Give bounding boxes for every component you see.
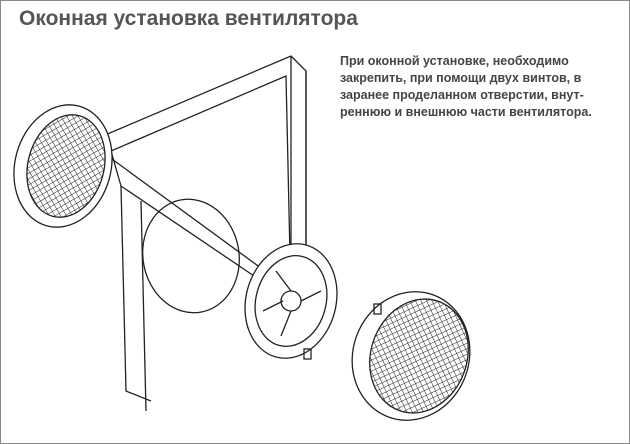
inner-grille	[13, 104, 113, 228]
window-hole	[142, 198, 240, 314]
description-text: При оконной установке, необходимо закреп…	[340, 53, 592, 121]
screws	[303, 303, 382, 360]
fan-unit	[244, 243, 338, 359]
description-line: При оконной установке, необходимо	[340, 54, 569, 68]
window-frame	[89, 55, 307, 412]
outer-grille	[351, 291, 471, 421]
description-line: реннюю и внешнюю части вентилятора.	[340, 105, 592, 119]
page-title: Оконная установка вентилятора	[19, 7, 358, 30]
description-line: закрепить, при помощи двух винтов, в	[340, 71, 582, 85]
description-line: заранее проделанном отверстии, внут-	[340, 88, 584, 102]
